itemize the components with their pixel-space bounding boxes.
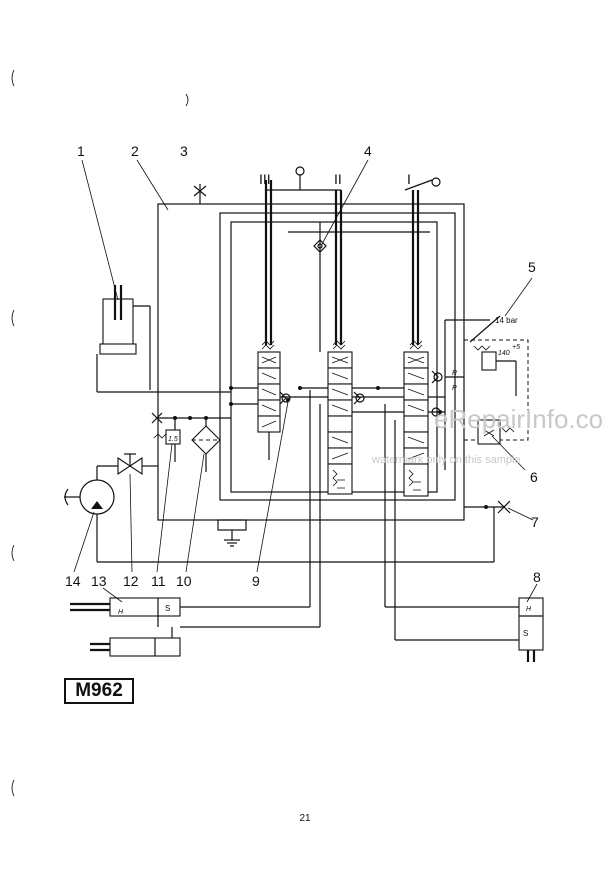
valve-section-iii <box>257 180 281 460</box>
tank-drain <box>217 519 247 547</box>
check-valve-4 <box>288 222 430 352</box>
callout-7: 7 <box>531 514 539 530</box>
page-number: 21 <box>299 813 311 824</box>
lever-section-i <box>404 177 441 191</box>
watermark-site: eRepairInfo.com <box>434 404 605 434</box>
section-mark-i: I <box>407 171 411 187</box>
left-circuit <box>151 412 231 472</box>
cylinder-8 <box>384 404 544 662</box>
valve-section-ii <box>327 190 353 495</box>
callout-14: 14 <box>65 573 81 589</box>
callout-9: 9 <box>252 573 260 589</box>
annotations: 14 bar 140 +5 1.5 R P H S H S <box>118 316 532 638</box>
callout-2: 2 <box>131 143 139 159</box>
callout-13: 13 <box>91 573 107 589</box>
callout-8: 8 <box>533 569 541 585</box>
cylinders-13 <box>70 390 321 657</box>
callout-1: 1 <box>77 143 85 159</box>
filter-value: 1.5 <box>168 436 178 443</box>
port-p: P <box>452 385 457 392</box>
breather-3 <box>193 184 207 204</box>
cyl-8-s: S <box>523 629 528 638</box>
callout-leaders <box>73 159 538 603</box>
model-badge: M962 <box>64 678 134 704</box>
callout-3: 3 <box>180 143 188 159</box>
cyl-13-s: S <box>165 604 170 613</box>
internal-lines <box>229 386 445 414</box>
section-check-valves <box>279 370 443 417</box>
section-mark-iii: III <box>259 171 271 187</box>
top-knob <box>266 166 341 191</box>
drain-7 <box>464 500 511 514</box>
callout-10: 10 <box>176 573 192 589</box>
port-r: R <box>452 370 457 377</box>
relief-setting: 140 <box>498 350 510 357</box>
watermark-text: watermark only on this sample <box>371 454 521 466</box>
callout-4: 4 <box>364 143 372 159</box>
reservoir-frame <box>157 203 465 521</box>
callout-labels: 1 2 3 4 5 6 7 8 9 10 11 12 13 14 <box>65 143 541 589</box>
shutoff-valve-12 <box>117 453 158 476</box>
callout-11: 11 <box>151 573 166 589</box>
oil-tank-1 <box>96 285 231 393</box>
section-mark-ii: II <box>334 171 342 187</box>
callout-12: 12 <box>123 573 139 589</box>
pressure-label: 14 bar <box>495 316 518 325</box>
relief-tolerance: +5 <box>512 344 520 351</box>
relief-block-5-6 <box>444 315 529 470</box>
callout-6: 6 <box>530 469 538 485</box>
callout-5: 5 <box>528 259 536 275</box>
cyl-13-h: H <box>118 609 124 616</box>
margin-marks <box>11 69 189 797</box>
section-marks: III II I <box>259 171 411 187</box>
cyl-8-h: H <box>526 606 532 613</box>
inner-channel-outer <box>219 212 456 501</box>
pump-14 <box>64 465 495 563</box>
valve-section-i <box>403 190 429 497</box>
watermark: eRepairInfo.com watermark only on this s… <box>371 404 605 466</box>
